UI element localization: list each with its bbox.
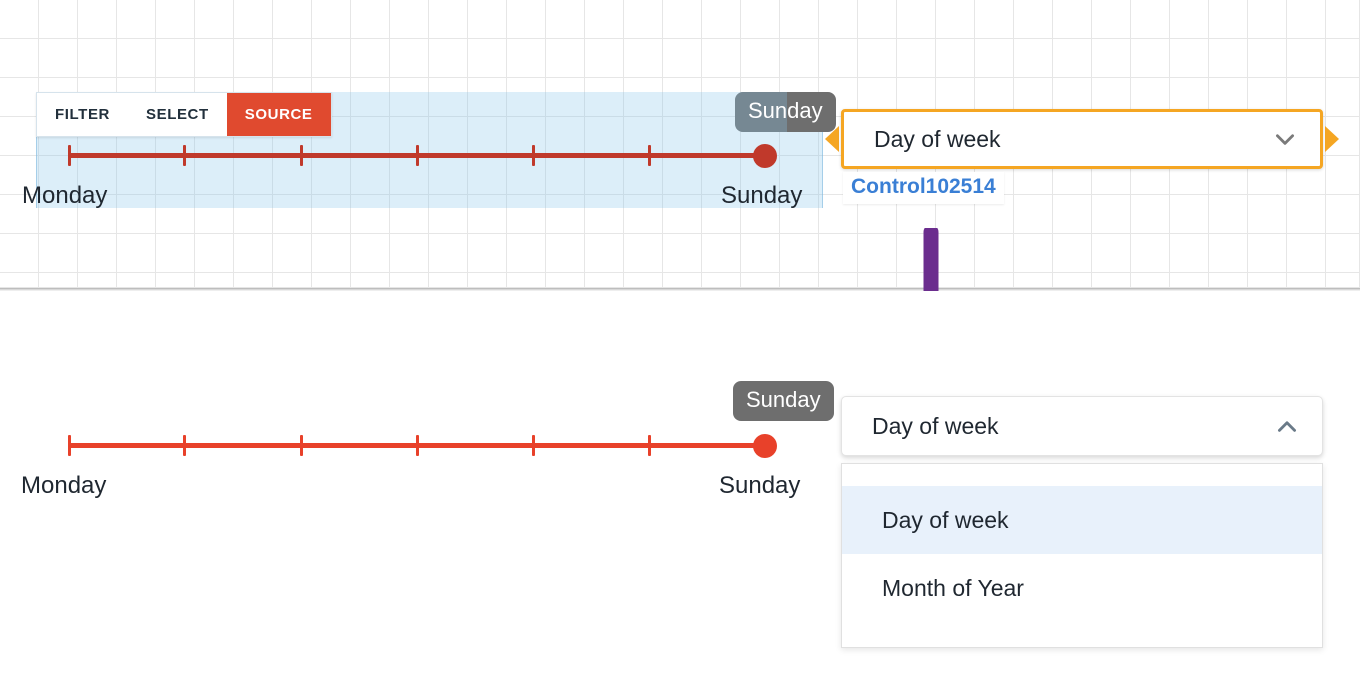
editor-canvas[interactable]: FILTER SELECT SOURCE Monday Sunday Sunda… xyxy=(0,0,1360,288)
dropdown-value: Day of week xyxy=(872,412,999,439)
slider-tick xyxy=(183,435,186,456)
slider-handle[interactable] xyxy=(753,143,777,168)
preview-dropdown-control[interactable]: Day of week xyxy=(841,396,1323,456)
slider-min-label: Monday xyxy=(22,182,108,209)
slider-tick xyxy=(300,145,303,166)
slider-tooltip-text: Sunday xyxy=(748,98,823,123)
slider-tick xyxy=(648,145,651,166)
slider-max-label: Sunday xyxy=(721,182,803,209)
slider-max-label: Sunday xyxy=(719,472,801,499)
slider-value-tooltip: Sunday xyxy=(735,92,836,132)
slider-tick xyxy=(68,435,71,456)
slider-tick xyxy=(416,145,419,166)
slider-tick xyxy=(416,435,419,456)
chevron-up-icon[interactable] xyxy=(1274,413,1300,439)
control-id-badge: Control102514 xyxy=(843,172,1004,204)
slider-tooltip-text: Sunday xyxy=(746,387,821,412)
dropdown-control[interactable]: Day of week xyxy=(841,109,1323,169)
slider-handle[interactable] xyxy=(753,433,777,458)
slider-tick xyxy=(532,145,535,166)
toolbar-button-source[interactable]: SOURCE xyxy=(226,93,331,136)
toolbar-button-filter[interactable]: FILTER xyxy=(37,93,128,136)
canvas-dropdown-selected[interactable]: Day of week xyxy=(825,109,1339,169)
resize-handle-right-icon[interactable] xyxy=(1325,126,1339,152)
slider-tick xyxy=(300,435,303,456)
pane-divider xyxy=(0,288,1360,291)
chevron-down-icon[interactable] xyxy=(1272,126,1298,152)
dropdown-option-day-of-week[interactable]: Day of week xyxy=(842,486,1322,554)
dropdown-value: Day of week xyxy=(874,125,1001,152)
toolbar-button-select[interactable]: SELECT xyxy=(127,93,227,136)
dropdown-option-list[interactable]: Day of week Month of Year xyxy=(841,463,1323,648)
slider-tick xyxy=(648,435,651,456)
resize-handle-left-icon[interactable] xyxy=(825,126,839,152)
slider-value-tooltip: Sunday xyxy=(733,381,834,421)
dropdown-option-month-of-year[interactable]: Month of Year xyxy=(882,574,1024,601)
element-toolbar[interactable]: FILTER SELECT SOURCE xyxy=(36,92,332,137)
slider-tick xyxy=(532,435,535,456)
slider-min-label: Monday xyxy=(21,472,107,499)
slider-tick xyxy=(68,145,71,166)
slider-tick xyxy=(183,145,186,166)
